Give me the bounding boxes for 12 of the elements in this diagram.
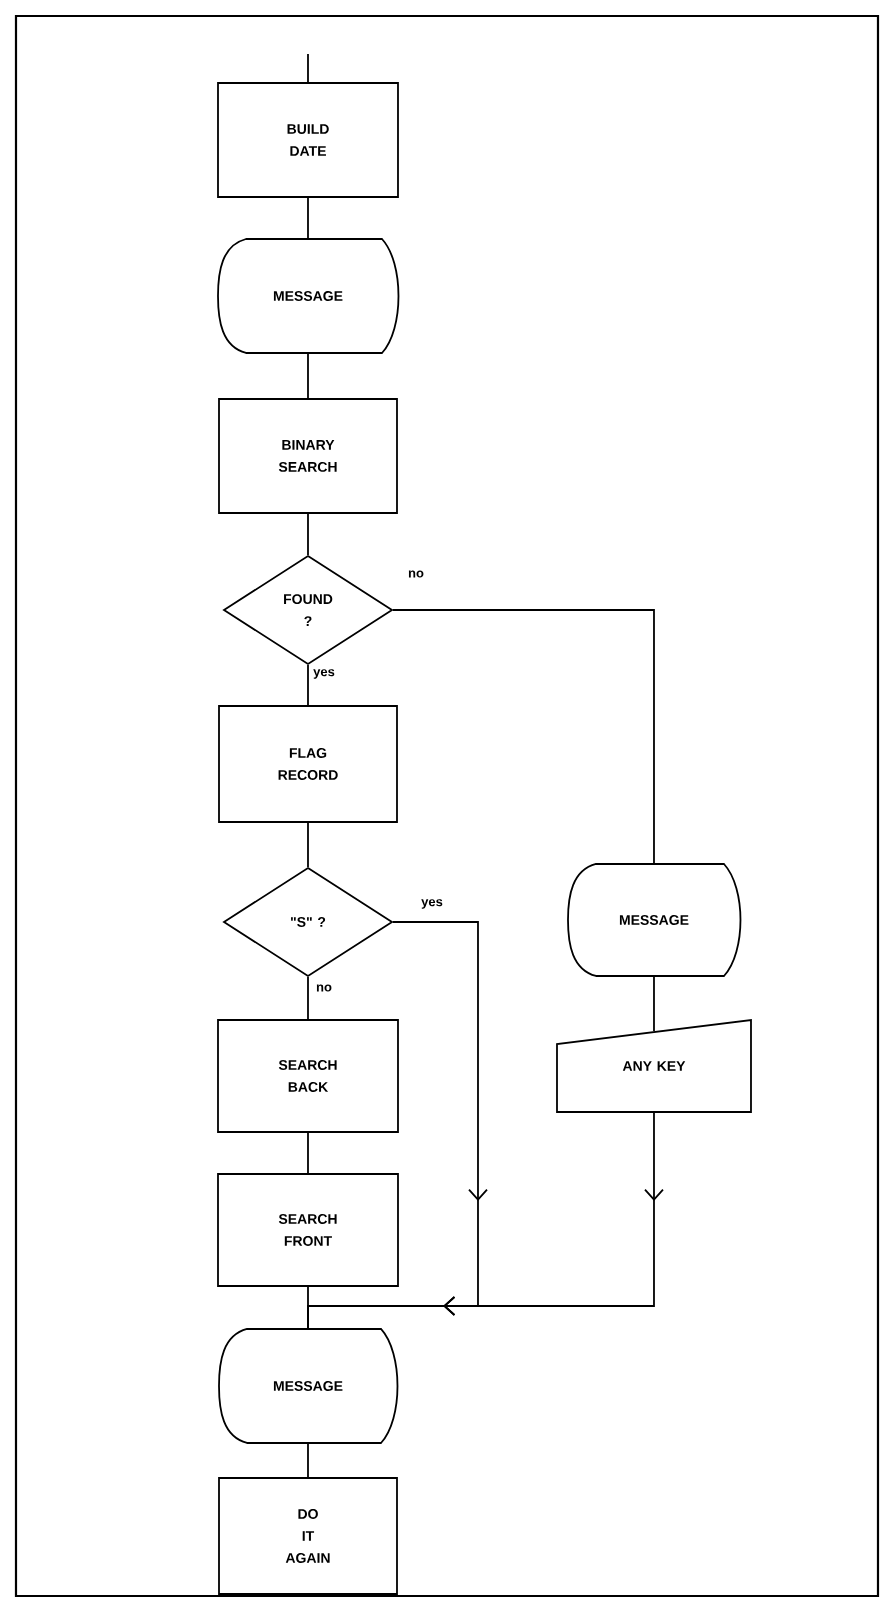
connector: [307, 1286, 309, 1329]
connector: [307, 1443, 309, 1478]
connector: [307, 513, 309, 556]
connector: [653, 976, 655, 1032]
connector: [307, 822, 309, 868]
connector: [307, 353, 309, 399]
connector: [392, 609, 655, 864]
connector: [307, 976, 309, 1020]
connector: [307, 1132, 309, 1174]
connector: [307, 664, 309, 706]
connector: [307, 53, 309, 83]
connector: [307, 197, 309, 239]
